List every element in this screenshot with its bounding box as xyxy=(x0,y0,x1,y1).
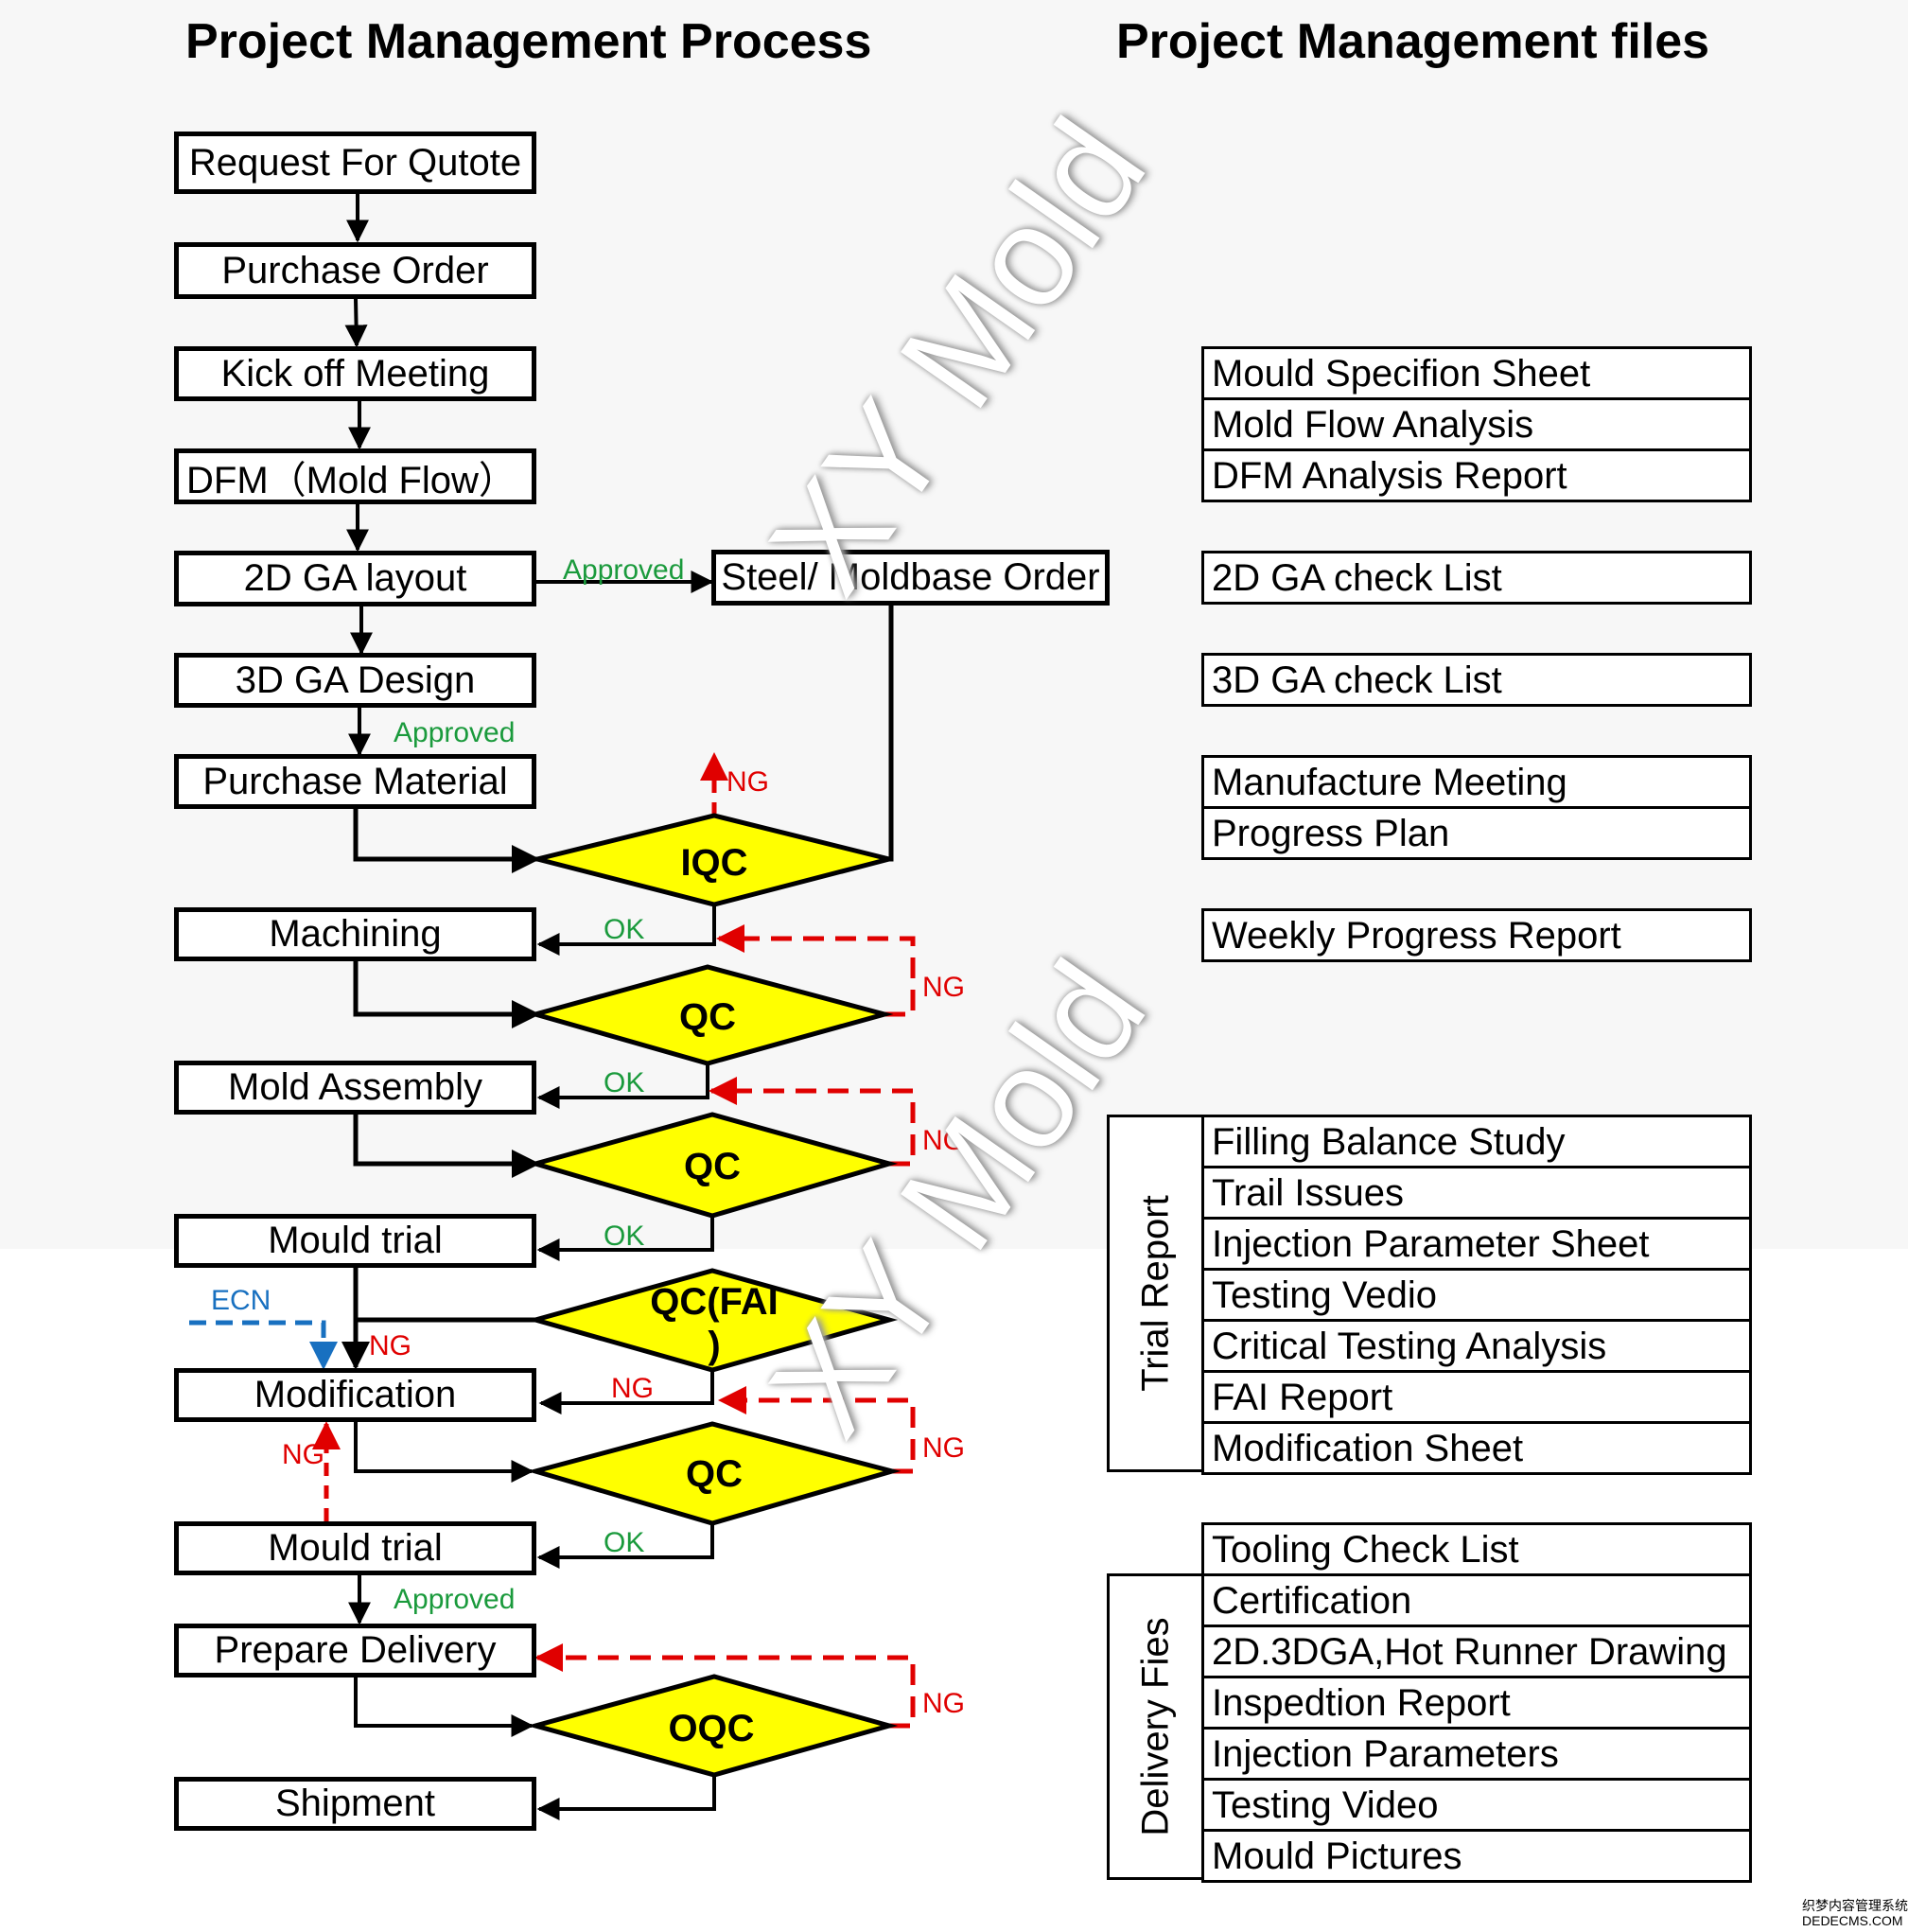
qc2-diamond xyxy=(526,1112,899,1219)
step-2d-ga-layout: 2D GA layout xyxy=(174,551,536,606)
ng-label: NG xyxy=(726,766,769,798)
background-panel xyxy=(0,0,1908,1249)
iqc-label: IQC xyxy=(680,842,747,884)
ng-label: NG xyxy=(922,1432,965,1464)
file-item: Tooling Check List xyxy=(1204,1525,1749,1576)
step-mold-assembly: Mold Assembly xyxy=(174,1061,536,1115)
file-item: 2D GA check List xyxy=(1204,553,1749,605)
ok-label: OK xyxy=(604,914,644,945)
qc-fai-label-2: ) xyxy=(708,1325,720,1366)
qc-fai-label-1: QC(FAI xyxy=(650,1281,779,1323)
ok-label: OK xyxy=(604,1527,644,1558)
file-group-2d: 2D GA check List xyxy=(1201,551,1752,605)
file-item: Mould Specifion Sheet xyxy=(1204,349,1749,400)
file-group-delivery: Tooling Check List Certification 2D.3DGA… xyxy=(1201,1522,1752,1883)
step-shipment: Shipment xyxy=(174,1777,536,1831)
step-request-for-quote: Request For Qutote xyxy=(174,132,536,194)
file-item: 3D GA check List xyxy=(1204,656,1749,707)
approved-label: Approved xyxy=(563,554,684,586)
file-item: Mold Flow Analysis xyxy=(1204,400,1749,451)
oqc-diamond xyxy=(526,1674,899,1778)
file-group-spec: Mould Specifion Sheet Mold Flow Analysis… xyxy=(1201,346,1752,502)
step-purchase-material: Purchase Material xyxy=(174,754,536,809)
file-item: Manufacture Meeting xyxy=(1204,758,1749,809)
qc1-diamond xyxy=(526,964,894,1066)
file-item: Modification Sheet xyxy=(1204,1424,1749,1475)
credit-line: DEDECMS.COM xyxy=(1802,1913,1903,1928)
file-item: Progress Plan xyxy=(1204,809,1749,860)
step-3d-ga-design: 3D GA Design xyxy=(174,653,536,708)
file-item: Critical Testing Analysis xyxy=(1204,1322,1749,1373)
file-item: Weekly Progress Report xyxy=(1204,911,1749,962)
file-item: 2D.3DGA,Hot Runner Drawing xyxy=(1204,1627,1749,1678)
delivery-files-label: Delivery Fies xyxy=(1134,1617,1176,1836)
ng-label: NG xyxy=(369,1330,411,1361)
file-item: Filling Balance Study xyxy=(1204,1117,1749,1168)
ng-label: NG xyxy=(282,1439,324,1470)
credit-line: 织梦内容管理系统 xyxy=(1802,1898,1908,1913)
step-steel-moldbase-order: Steel/ Moldbase Order xyxy=(711,550,1110,606)
step-mould-trial: Mould trial xyxy=(174,1214,536,1268)
file-group-weekly: Weekly Progress Report xyxy=(1201,908,1752,962)
qc3-label: QC xyxy=(686,1453,743,1495)
file-group-3d: 3D GA check List xyxy=(1201,653,1752,707)
file-item: Testing Vedio xyxy=(1204,1271,1749,1322)
ng-label: NG xyxy=(611,1373,654,1404)
file-item: Testing Video xyxy=(1204,1781,1749,1832)
iqc-diamond xyxy=(536,813,890,907)
trial-report-label: Trial Report xyxy=(1134,1195,1176,1392)
file-item: Certification xyxy=(1204,1576,1749,1627)
oqc-label: OQC xyxy=(668,1708,754,1749)
file-item: Inspedtion Report xyxy=(1204,1678,1749,1730)
step-purchase-order: Purchase Order xyxy=(174,242,536,299)
step-dfm-mold-flow: DFM（Mold Flow） xyxy=(174,448,536,504)
step-kick-off-meeting: Kick off Meeting xyxy=(174,346,536,401)
trial-report-label-box: Trial Report xyxy=(1107,1115,1201,1472)
file-item: Injection Parameter Sheet xyxy=(1204,1220,1749,1271)
file-group-trial: Filling Balance Study Trail Issues Injec… xyxy=(1201,1115,1752,1475)
ok-label: OK xyxy=(604,1067,644,1098)
step-mould-trial-2: Mould trial xyxy=(174,1521,536,1575)
qc1-label: QC xyxy=(679,996,736,1038)
file-item: FAI Report xyxy=(1204,1373,1749,1424)
files-title: Project Management files xyxy=(1116,14,1710,69)
step-prepare-delivery: Prepare Delivery xyxy=(174,1624,536,1677)
file-item: Trail Issues xyxy=(1204,1168,1749,1220)
file-item: Injection Parameters xyxy=(1204,1730,1749,1781)
file-item: Mould Pictures xyxy=(1204,1832,1749,1883)
process-title: Project Management Process xyxy=(185,14,872,69)
ng-label: NG xyxy=(922,972,965,1003)
ng-label: NG xyxy=(922,1688,965,1719)
approved-label: Approved xyxy=(394,717,515,748)
step-machining: Machining xyxy=(174,907,536,961)
approved-label: Approved xyxy=(394,1584,515,1615)
ng-label: NG xyxy=(922,1125,965,1156)
qc3-diamond xyxy=(526,1421,901,1526)
ok-label: OK xyxy=(604,1221,644,1252)
file-group-manufacture: Manufacture Meeting Progress Plan xyxy=(1201,755,1752,860)
step-modification: Modification xyxy=(174,1368,536,1422)
credit-text: 织梦内容管理系统 DEDECMS.COM xyxy=(1802,1898,1908,1928)
file-item: DFM Analysis Report xyxy=(1204,451,1749,502)
qc2-label: QC xyxy=(684,1146,741,1187)
delivery-files-label-box: Delivery Fies xyxy=(1107,1573,1201,1880)
ecn-label: ECN xyxy=(211,1285,271,1316)
qc-fai-diamond xyxy=(526,1268,899,1373)
